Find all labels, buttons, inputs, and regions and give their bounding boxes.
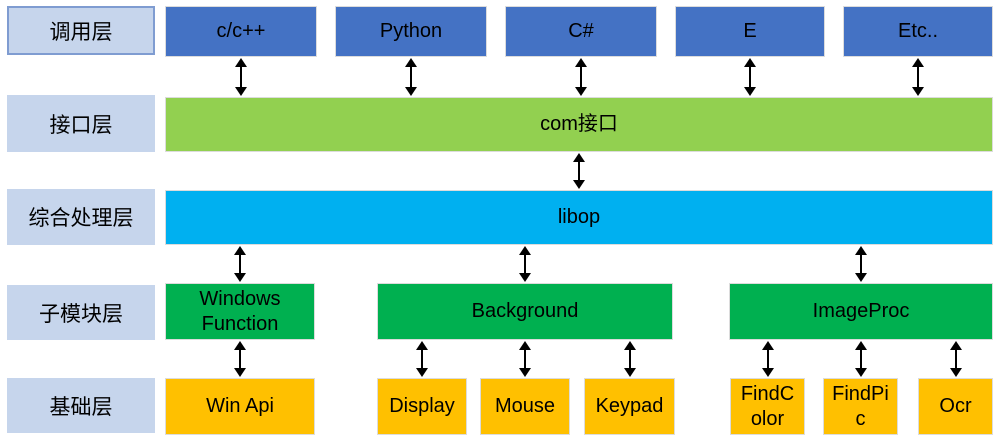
arrow-e-cominterface: [743, 58, 757, 96]
layer-label-interface-layer: 接口层: [7, 95, 155, 152]
arrow-imageproc-findpic: [854, 341, 868, 377]
arrow-libop-windowsfunction: [233, 246, 247, 282]
node-e: E: [675, 6, 825, 57]
node-libop: libop: [165, 190, 993, 245]
node-python: Python: [335, 6, 487, 57]
node-com-interface: com接口: [165, 97, 993, 152]
arrow-background-mouse: [518, 341, 532, 377]
layer-label-submodule-layer: 子模块层: [7, 285, 155, 340]
node-imageproc: ImageProc: [729, 283, 993, 340]
arrow-libop-background: [518, 246, 532, 282]
node-etc: Etc..: [843, 6, 993, 57]
node-findcolor: FindColor: [730, 378, 805, 435]
arrow-cominterface-libop: [572, 153, 586, 189]
node-keypad: Keypad: [584, 378, 675, 435]
arrow-csharp-cominterface: [574, 58, 588, 96]
node-win-api: Win Api: [165, 378, 315, 435]
layer-label-call-layer: 调用层: [7, 6, 155, 55]
layer-label-processing-layer: 综合处理层: [7, 189, 155, 245]
node-background: Background: [377, 283, 673, 340]
arrow-background-display: [415, 341, 429, 377]
layer-label-base-layer: 基础层: [7, 378, 155, 433]
node-display: Display: [377, 378, 467, 435]
node-ocr: Ocr: [918, 378, 993, 435]
node-csharp: C#: [505, 6, 657, 57]
arrow-windowsfunction-winapi: [233, 341, 247, 377]
arrow-imageproc-findcolor: [761, 341, 775, 377]
arrow-background-keypad: [623, 341, 637, 377]
node-windows-function: Windows Function: [165, 283, 315, 340]
node-mouse: Mouse: [480, 378, 570, 435]
node-findpic: FindPic: [823, 378, 898, 435]
arrow-imageproc-ocr: [949, 341, 963, 377]
arrow-libop-imageproc: [854, 246, 868, 282]
arrow-etc-cominterface: [911, 58, 925, 96]
arrow-python-cominterface: [404, 58, 418, 96]
node-c-cpp: c/c++: [165, 6, 317, 57]
arrow-cpp-cominterface: [234, 58, 248, 96]
